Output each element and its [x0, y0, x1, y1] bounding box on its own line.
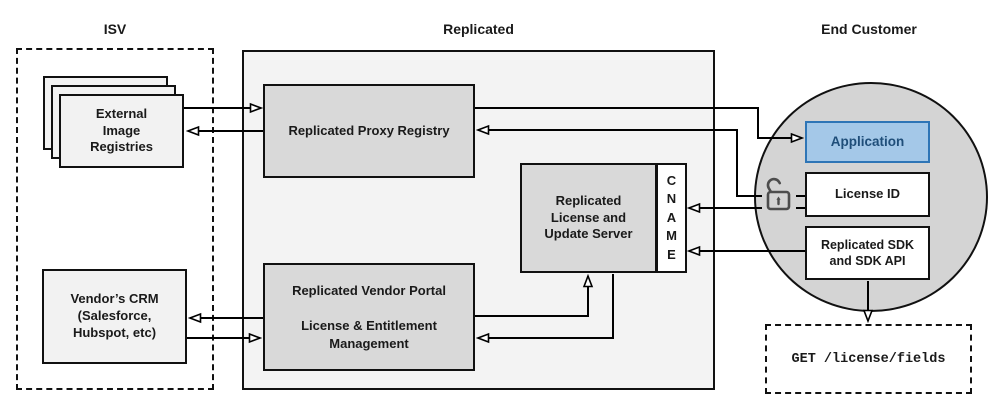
license-id-node: License ID: [805, 172, 930, 217]
get-license-fields-node: GET /license/fields: [765, 324, 972, 394]
section-label-replicated: Replicated: [443, 21, 514, 37]
get-license-fields-label: GET /license/fields: [791, 351, 946, 367]
open-padlock-icon: [762, 176, 796, 214]
section-label-isv: ISV: [103, 21, 127, 37]
license-update-server-node: Replicated License and Update Server: [520, 163, 657, 273]
application-node: Application: [805, 121, 930, 163]
vendor-portal-node: Replicated Vendor Portal License & Entit…: [263, 263, 475, 371]
replicated-proxy-registry-node: Replicated Proxy Registry: [263, 84, 475, 178]
cname-node: C N A M E: [656, 163, 687, 273]
section-label-end-customer: End Customer: [821, 21, 917, 37]
replicated-sdk-node: Replicated SDK and SDK API: [805, 226, 930, 280]
external-image-registries-node: External Image Registries: [59, 94, 184, 168]
isv-dashed-container: [16, 48, 214, 390]
vendors-crm-node: Vendor’s CRM (Salesforce, Hubspot, etc): [42, 269, 187, 364]
